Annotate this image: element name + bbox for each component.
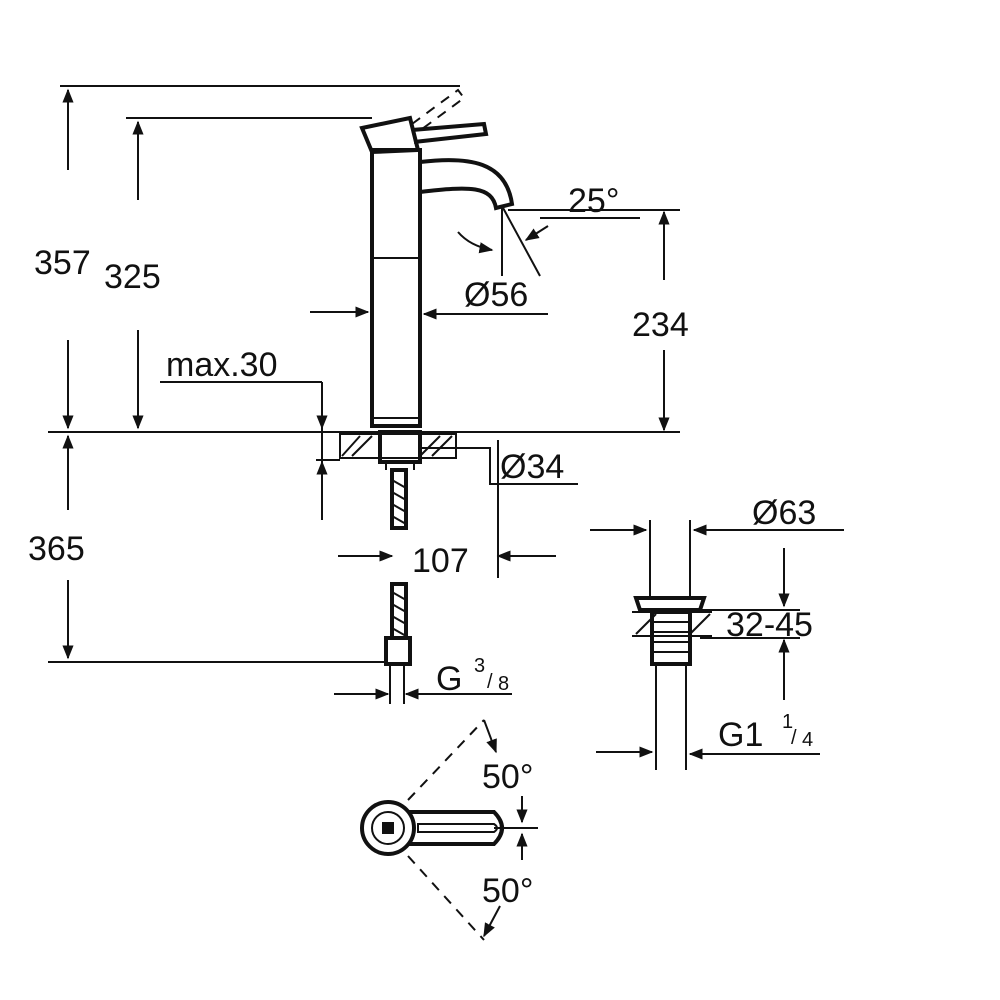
dim-total-height: 357 <box>34 244 91 282</box>
dim-waste-range: 32-45 <box>726 606 813 644</box>
dim-waste-thread: G1 <box>718 716 763 754</box>
faucet-side-view <box>48 88 680 704</box>
faucet-lever <box>411 121 489 144</box>
dim-body-diameter: Ø56 <box>464 276 528 314</box>
dimension-lines <box>48 85 670 700</box>
dim-hose-thread-num: 3 <box>474 655 485 677</box>
dim-hole-diameter: Ø34 <box>500 448 564 486</box>
mounting-section <box>339 430 457 470</box>
dim-spout-angle: 25° <box>568 182 619 220</box>
dim-spout-height: 234 <box>632 306 689 344</box>
dim-waste-diameter: Ø63 <box>752 494 816 532</box>
hose-nut <box>384 636 412 666</box>
dim-lever-angle-lower: 50° <box>482 872 533 910</box>
lever-top-view <box>360 719 538 941</box>
dim-spout-reach: 107 <box>412 542 469 580</box>
dim-hose-thread: G <box>436 660 462 698</box>
dim-waste-thread-den: 4 <box>802 729 813 751</box>
dim-lever-angle-upper: 50° <box>482 758 533 796</box>
faucet-head <box>359 115 421 155</box>
dim-waste-thread-slash: / <box>791 727 797 749</box>
faucet-lever-raised <box>411 88 466 133</box>
waste-drain <box>590 520 844 770</box>
dim-hose-length: 365 <box>28 530 85 568</box>
dim-lever-height: 325 <box>104 258 161 296</box>
faucet-spout <box>419 158 515 211</box>
dim-waste-thread-num: 1 <box>782 711 793 733</box>
dim-hose-thread-slash: / <box>487 671 493 693</box>
dim-max-deck: max.30 <box>166 346 278 384</box>
faucet-body <box>370 148 422 428</box>
dim-hose-thread-den: 8 <box>498 673 509 695</box>
